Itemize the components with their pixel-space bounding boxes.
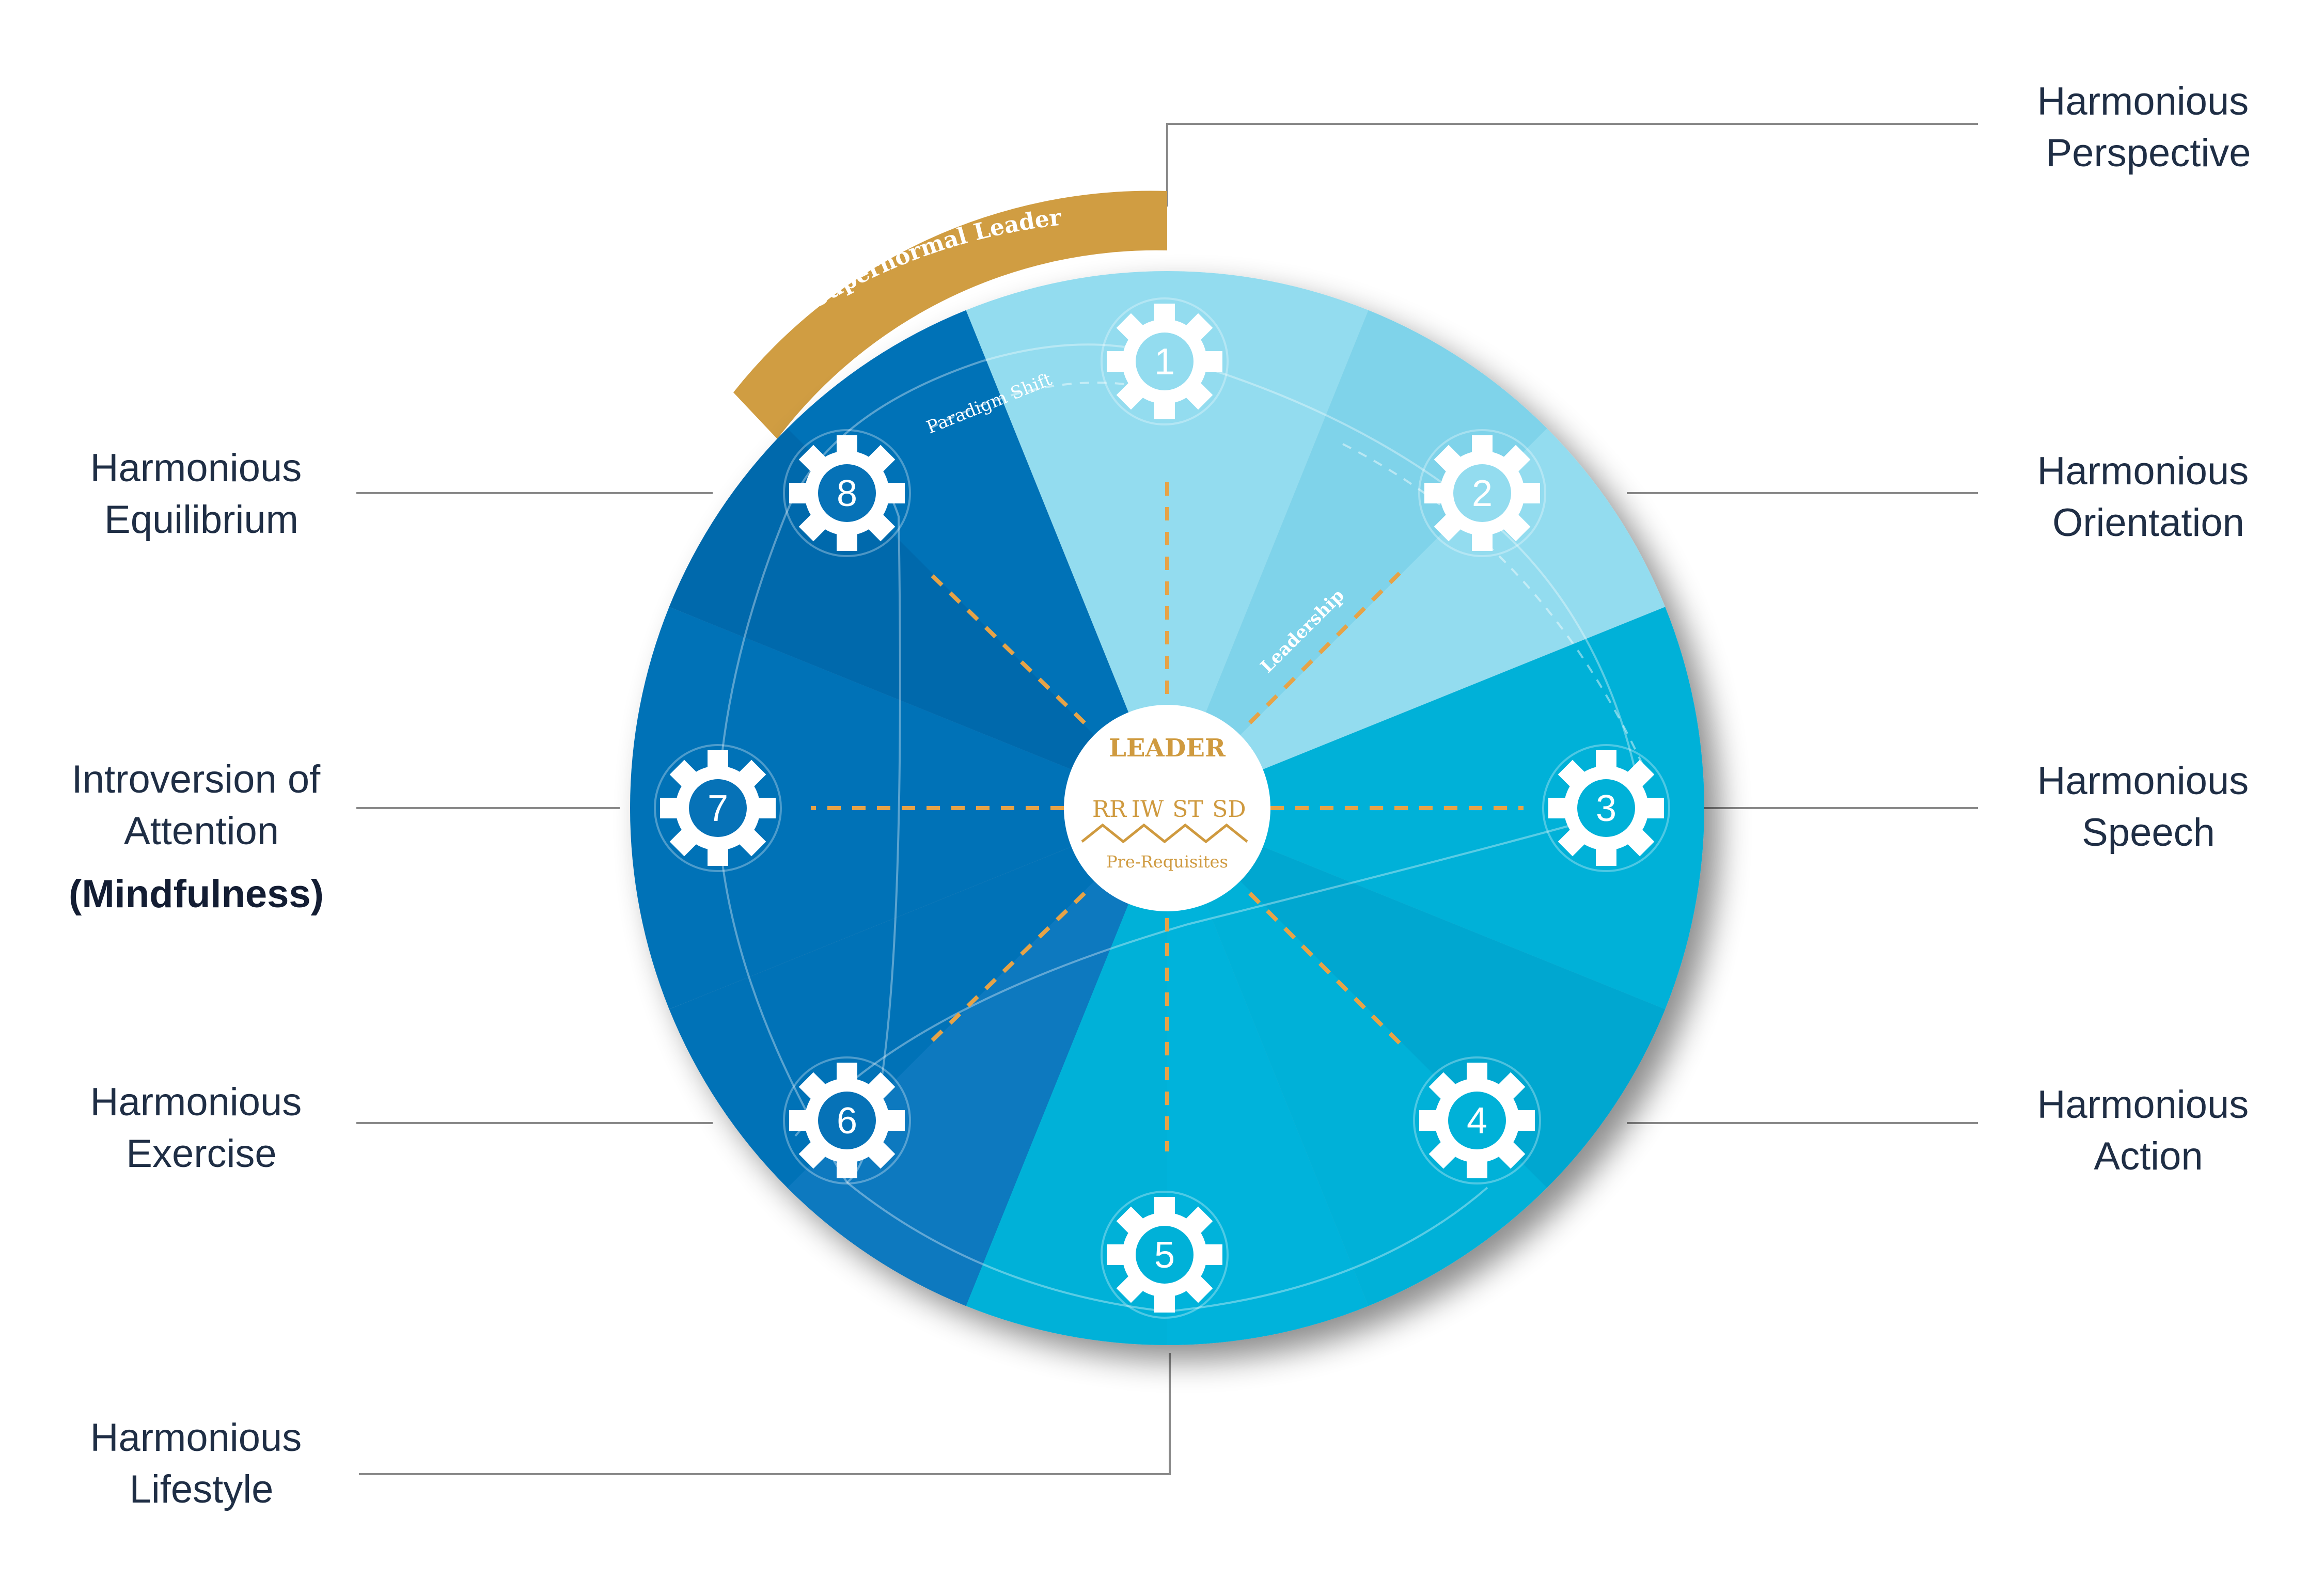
center-zigzag — [1081, 823, 1248, 844]
label-harmonious-lifestyle: Harmonious Lifestyle — [90, 1416, 313, 1511]
connector-perspective — [1166, 123, 1978, 207]
wheel-sector-3 — [1167, 607, 1705, 1009]
gears: 1 2 3 4 5 6 7 8 — [654, 297, 1670, 1319]
gear-1-number: 1 — [1154, 341, 1175, 383]
gear-6-number: 6 — [837, 1100, 857, 1142]
wheel-sector-7 — [630, 607, 1167, 1009]
gear-5-icon: 5 — [1101, 1191, 1229, 1319]
gear-3-number: 3 — [1596, 788, 1616, 829]
wheel-sector-shade-4 — [1167, 808, 1666, 1188]
label-harmonious-equilibrium: Harmonious Equilibrium — [90, 446, 313, 542]
center-title: LEADER — [1109, 734, 1226, 763]
label-introversion-of-attention: Introversion of Attention — [72, 757, 332, 853]
center-code-iw: IW — [1132, 796, 1164, 823]
gear-7-icon: 7 — [654, 744, 782, 872]
gear-5-number: 5 — [1154, 1235, 1175, 1276]
gear-4-number: 4 — [1467, 1100, 1487, 1142]
center-code-sd: SD — [1212, 796, 1246, 823]
guide-curves — [716, 343, 1643, 1313]
gear-4-icon: 4 — [1413, 1056, 1541, 1184]
label-harmonious-orientation: Harmonious Orientation — [2037, 449, 2260, 545]
gear-6-icon: 6 — [783, 1056, 911, 1184]
connector-lines — [356, 123, 1978, 1475]
supernormal-leader-band — [733, 191, 1167, 439]
gear-8-icon: 8 — [783, 429, 911, 557]
gear-2-icon: 2 — [1418, 429, 1546, 557]
gear-7-number: 7 — [708, 788, 728, 829]
wheel-sector-shade-2 — [1167, 310, 1547, 808]
gear-1-icon: 1 — [1101, 297, 1229, 425]
center-code-rr: RR — [1092, 796, 1127, 823]
label-harmonious-speech: Harmonious Speech — [2037, 759, 2260, 855]
center-hub: LEADER RR IW ST SD Pre-Requisites — [1064, 705, 1270, 911]
center-code-st: ST — [1172, 796, 1203, 823]
label-harmonious-action: Harmonious Action — [2037, 1083, 2260, 1178]
wheel-sector-shade-8 — [669, 428, 1167, 808]
wheel-sector-shade-5 — [1167, 808, 1369, 1345]
center-subtitle: Pre-Requisites — [1106, 852, 1228, 872]
label-harmonious-exercise: Harmonious Exercise — [90, 1080, 313, 1176]
dashed-spokes — [811, 480, 1524, 1151]
wheel-sector-shade-6 — [787, 808, 1167, 1306]
connector-lifestyle — [359, 1353, 1171, 1475]
label-mindfulness: (Mindfulness) — [69, 872, 324, 916]
gear-8-number: 8 — [837, 473, 857, 514]
gear-3-icon: 3 — [1542, 744, 1670, 872]
label-harmonious-perspective: Harmonious Perspective — [2037, 80, 2260, 175]
gear-2-number: 2 — [1472, 473, 1493, 514]
